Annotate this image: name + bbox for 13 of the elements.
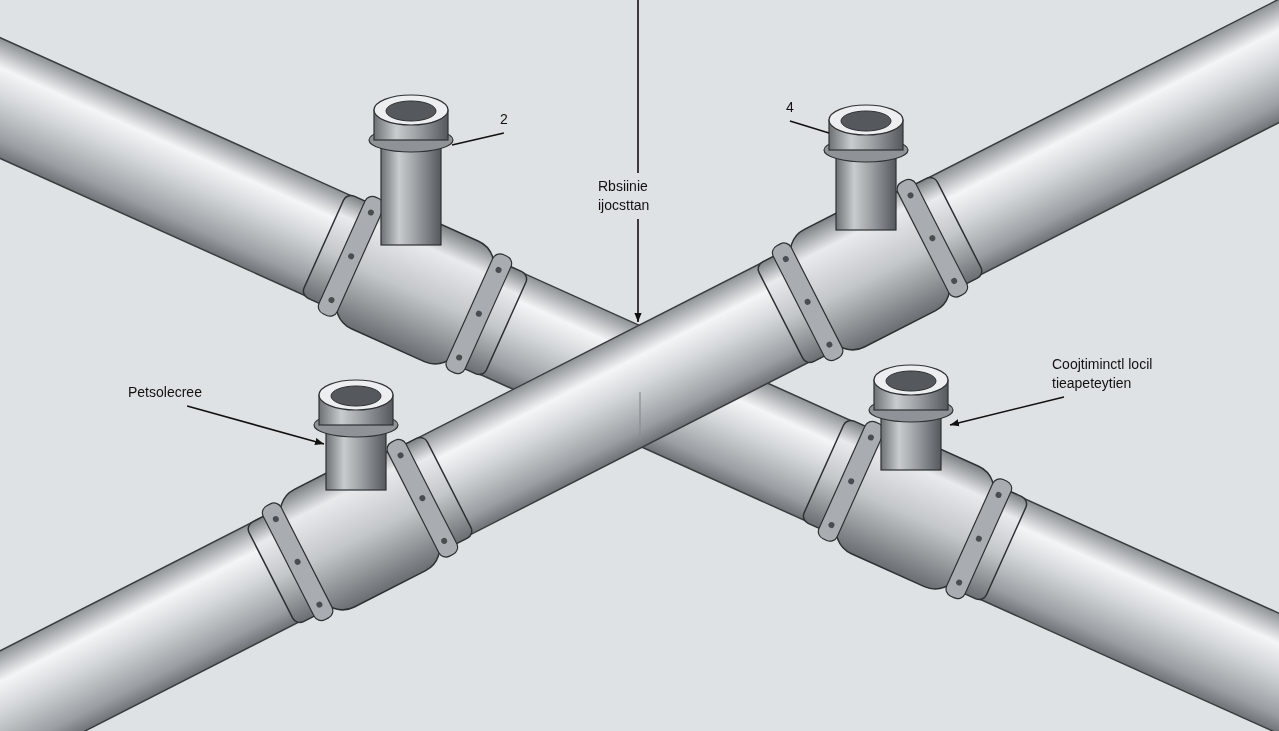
part-label: Coojtiminctl locil tieapeteytien (1052, 355, 1154, 393)
part-label: Petsolecree (128, 383, 202, 402)
callout-number: 4 (786, 98, 794, 117)
arrow (949, 396, 1065, 427)
valve-drawing (300, 94, 530, 378)
arrow (634, 218, 642, 323)
callout-number: 2 (500, 110, 508, 129)
leader-line (637, 0, 639, 174)
leader-line (789, 120, 830, 134)
leader-line (451, 132, 505, 146)
part-label: Rbsiinie ijocsttan (598, 177, 651, 215)
valve-drawing (800, 364, 1030, 603)
arrow (186, 405, 325, 446)
